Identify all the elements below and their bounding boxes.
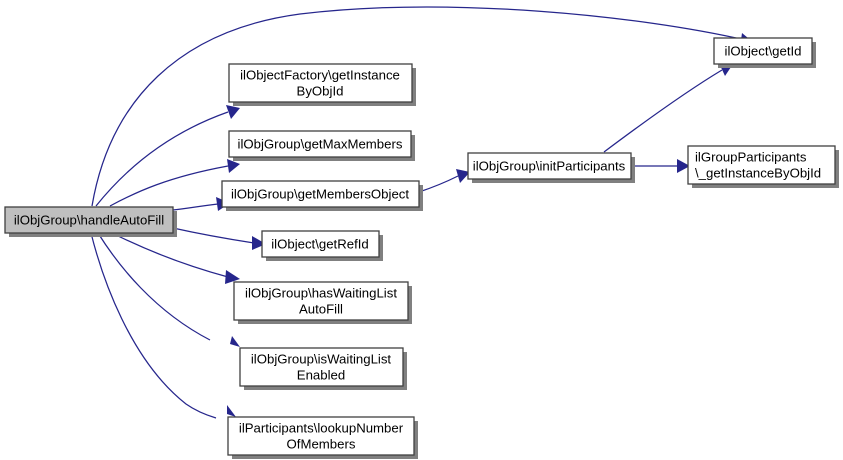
edge-path bbox=[172, 227, 255, 244]
edge-path bbox=[95, 111, 229, 207]
node-rect[interactable] bbox=[713, 37, 813, 65]
edge-handleautofill-to-getid bbox=[91, 6, 754, 207]
edge-path bbox=[172, 203, 219, 211]
arrowhead bbox=[227, 159, 240, 173]
node-label-line1: ilObjectFactory\getInstance bbox=[240, 67, 400, 82]
edge-handleautofill-to-getmaxmembers bbox=[109, 159, 240, 207]
node-rect[interactable] bbox=[239, 347, 404, 387]
node-getinstancebyobjid[interactable]: ilObjectFactory\getInstance ByObjId bbox=[228, 63, 416, 106]
node-lookupnumberofmembers[interactable]: ilParticipants\lookupNumber OfMembers bbox=[227, 416, 418, 459]
node-haswaitinglistautofill[interactable]: ilObjGroup\hasWaitingList AutoFill bbox=[233, 281, 412, 324]
arrowhead bbox=[456, 169, 470, 183]
node-iswaitinglistenabled[interactable]: ilObjGroup\isWaitingList Enabled bbox=[239, 347, 407, 390]
node-rect[interactable] bbox=[228, 63, 413, 103]
node-label-line1: ilObjGroup\isWaitingList bbox=[251, 351, 392, 366]
node-label-line1: ilParticipants\lookupNumber bbox=[239, 420, 404, 435]
node-label-line2: \_getInstanceByObjId bbox=[695, 165, 821, 180]
edge-handleautofill-to-iswaitinglistenabled bbox=[97, 232, 240, 347]
edge-path bbox=[111, 232, 229, 278]
edge-initparticipants-to-getinstancebyobjid-participants bbox=[631, 159, 690, 173]
node-label-line2: ByObjId bbox=[297, 83, 344, 98]
arrowhead bbox=[230, 336, 240, 347]
edge-handleautofill-to-haswaitinglistautofill bbox=[111, 232, 240, 284]
edge-path bbox=[418, 175, 459, 193]
node-getrefid[interactable]: ilObject\getRefId bbox=[261, 230, 383, 261]
node-layer: ilObjGroup\handleAutoFill ilObjectFactor… bbox=[4, 37, 839, 459]
arrowhead bbox=[252, 236, 266, 250]
node-label-line2: Enabled bbox=[297, 367, 345, 382]
node-getmaxmembers[interactable]: ilObjGroup\getMaxMembers bbox=[228, 130, 415, 161]
node-rect[interactable] bbox=[261, 230, 380, 258]
node-label-line1: ilGroupParticipants bbox=[695, 149, 807, 164]
arrowhead bbox=[226, 105, 240, 119]
node-initparticipants[interactable]: ilObjGroup\initParticipants bbox=[467, 152, 635, 183]
edge-layer bbox=[90, 6, 754, 419]
node-getmembersobject[interactable]: ilObjGroup\getMembersObject bbox=[221, 180, 423, 211]
node-label: ilObject\getRefId bbox=[271, 236, 369, 251]
arrowhead bbox=[225, 270, 240, 284]
node-label-line1: ilObjGroup\hasWaitingList bbox=[245, 285, 397, 300]
edge-path bbox=[109, 165, 229, 207]
arrowhead bbox=[677, 159, 690, 173]
node-label: ilObjGroup\initParticipants bbox=[473, 158, 626, 173]
node-label: ilObjGroup\getMembersObject bbox=[231, 186, 409, 201]
node-label: ilObjGroup\getMaxMembers bbox=[238, 136, 403, 151]
node-rect[interactable] bbox=[233, 281, 409, 321]
node-rect[interactable] bbox=[221, 180, 420, 208]
node-rect[interactable] bbox=[687, 145, 836, 185]
edge-handleautofill-to-lookupnumberofmembers bbox=[90, 232, 236, 419]
node-rect[interactable] bbox=[228, 130, 412, 158]
node-label-line2: OfMembers bbox=[287, 436, 356, 451]
arrowhead bbox=[227, 405, 236, 417]
node-label: ilObject\getId bbox=[725, 43, 802, 58]
node-handleautofill[interactable]: ilObjGroup\handleAutoFill bbox=[4, 206, 177, 237]
node-label: ilObjGroup\handleAutoFill bbox=[14, 212, 164, 227]
edge-handleautofill-to-getinstancebyobjid bbox=[95, 105, 240, 207]
node-groupparticipants-getinstancebyobjid[interactable]: ilGroupParticipants \_getInstanceByObjId bbox=[687, 145, 839, 188]
edge-path bbox=[603, 69, 723, 153]
edge-path bbox=[90, 232, 217, 419]
edge-path bbox=[97, 232, 211, 341]
node-label-line2: AutoFill bbox=[299, 301, 343, 316]
edge-initparticipants-to-getid bbox=[603, 63, 733, 153]
edge-getmembersobject-to-initparticipants bbox=[418, 169, 470, 193]
node-rect[interactable] bbox=[227, 416, 415, 456]
edge-handleautofill-to-getrefid bbox=[172, 227, 266, 250]
node-rect[interactable] bbox=[467, 152, 632, 180]
node-getid[interactable]: ilObject\getId bbox=[713, 37, 816, 68]
node-rect[interactable] bbox=[4, 206, 174, 234]
edge-path bbox=[91, 6, 746, 207]
